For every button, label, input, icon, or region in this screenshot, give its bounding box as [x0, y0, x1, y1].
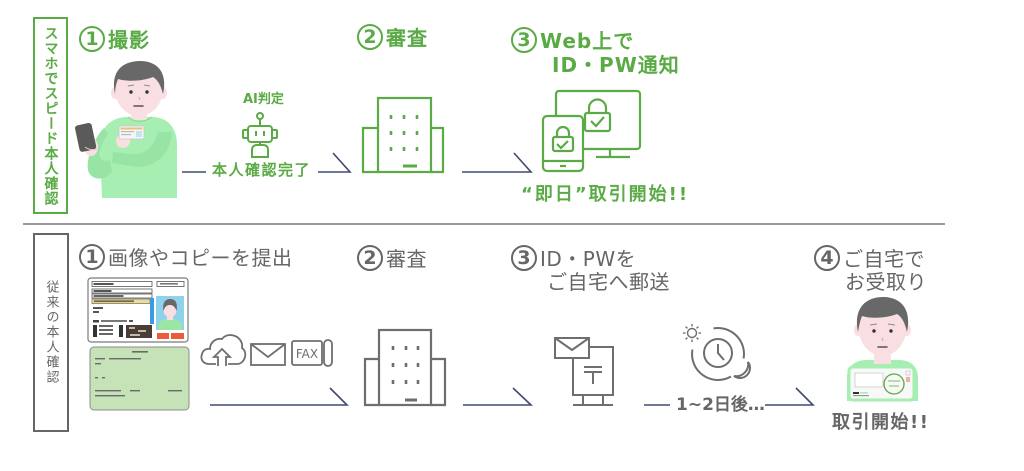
step-title: ご自宅で: [843, 247, 925, 271]
step-number-badge: 1: [79, 243, 105, 270]
padlock-check-icon: [583, 98, 612, 133]
step-number-badge: 1: [79, 25, 105, 52]
sun-icon: [683, 324, 701, 342]
speed-step-3-heading: 3 Web上で: [511, 25, 634, 54]
held-id-card-icon: [118, 125, 145, 140]
cloud-upload-icon: [200, 334, 247, 366]
speed-verification-label-box: スマホでスピード本人確認: [33, 17, 68, 214]
ai-judgement-label: AI判定: [243, 92, 284, 107]
arrow-icon: [210, 387, 349, 406]
mailbox-icon: [554, 337, 614, 406]
person-with-envelope-illustration: [847, 297, 918, 402]
verification-complete-label: 本人確認完了: [212, 161, 312, 179]
smartphone-icon: [75, 122, 97, 152]
step-subtitle: ID・PW通知: [552, 53, 680, 77]
mail-icon: [250, 343, 286, 366]
step-title: ID・PWを: [540, 247, 637, 271]
step-number-badge: 2: [357, 23, 383, 50]
office-building-icon: [363, 328, 447, 407]
envelope-icon: [847, 365, 916, 402]
traditional-verification-label-box: 従来の本人確認: [33, 233, 69, 432]
step-title: 撮影: [108, 28, 150, 52]
step-title: 画像やコピーを提出: [108, 246, 293, 270]
traditional-step-4-heading: 4 ご自宅で: [814, 243, 925, 272]
step-number-badge: 3: [511, 244, 537, 271]
office-building-icon: [361, 96, 445, 174]
traditional-verification-label: 従来の本人確認: [43, 280, 59, 385]
arrow-icon: [318, 152, 352, 173]
fax-label: FAX: [296, 347, 318, 361]
traditional-step-3-heading: 3 ID・PWを: [511, 243, 636, 272]
speed-step-1-heading: 1 撮影: [79, 24, 150, 53]
step-subtitle: お受取り: [845, 270, 927, 294]
arrow-icon: [463, 387, 534, 406]
trading-start-result: 取引開始!!: [832, 412, 930, 433]
step-number-badge: 3: [511, 26, 537, 53]
speed-verification-label: スマホでスピード本人確認: [42, 25, 59, 206]
clock-day-night-icon: [683, 324, 751, 381]
arrow-icon: [765, 387, 815, 406]
traditional-step-1-heading: 1 画像やコピーを提出: [79, 242, 293, 271]
step-title: 審査: [386, 26, 428, 50]
padlock-check-icon: [551, 125, 575, 153]
arrow-icon: [462, 152, 533, 173]
traditional-step-2-heading: 2 審査: [357, 243, 427, 272]
same-day-trading-result: “即日”取引開始!!: [521, 184, 690, 205]
robot-icon: [242, 112, 278, 158]
step-title: Web上で: [540, 29, 635, 53]
drivers-license-image: [87, 277, 189, 343]
wait-period-label: 1~2日後…: [676, 395, 765, 415]
step-title: 審査: [386, 247, 427, 271]
notification-card-image: [89, 346, 190, 411]
fax-icon: FAX: [291, 339, 333, 367]
moon-icon: [733, 361, 751, 379]
step-subtitle: ご自宅へ郵送: [547, 270, 670, 294]
step-number-badge: 4: [814, 244, 840, 271]
step-number-badge: 2: [357, 244, 383, 271]
devices-lock-icon: [541, 89, 642, 173]
person-taking-photo-illustration: [75, 61, 177, 198]
speed-step-2-heading: 2 審査: [357, 22, 428, 51]
